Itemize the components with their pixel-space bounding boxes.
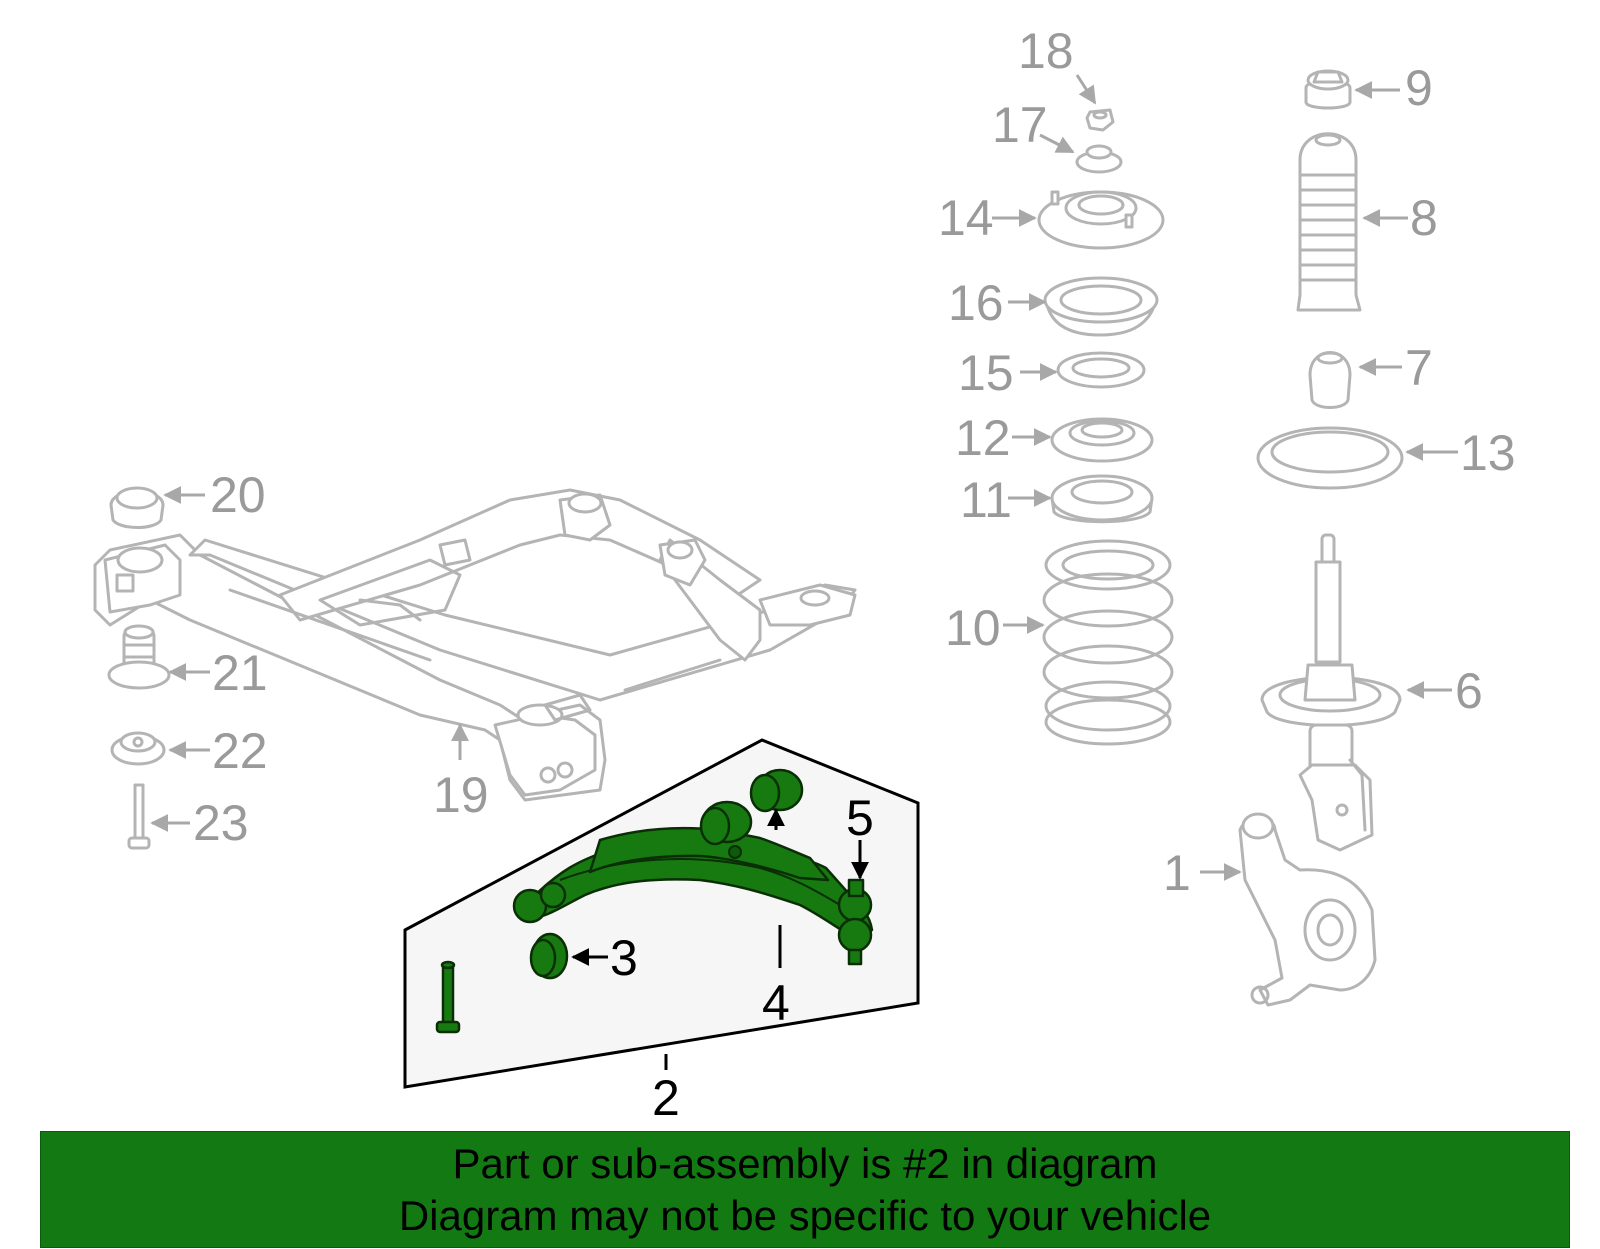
callout-17: 17 [992, 97, 1048, 153]
dust-boot-8 [1296, 132, 1362, 312]
spring-seat-13 [1256, 426, 1404, 490]
callout-11: 11 [960, 472, 1012, 528]
body-mount-22 [110, 731, 166, 766]
callout-19: 19 [433, 767, 489, 823]
callout-15: 15 [958, 345, 1014, 401]
callout-1: 1 [1163, 845, 1191, 901]
sub-assembly-box [403, 738, 920, 1089]
callout-3: 3 [610, 930, 638, 986]
rear-bushing [749, 768, 804, 813]
callout-22: 22 [212, 723, 268, 779]
callout-10: 10 [945, 600, 1001, 656]
arrow-17 [1039, 133, 1075, 154]
notice-banner: Part or sub-assembly is #2 in diagram Di… [40, 1131, 1570, 1248]
washer-17 [1075, 144, 1123, 174]
callout-2: 2 [652, 1070, 680, 1126]
callout-13: 13 [1460, 425, 1516, 481]
insulator-12 [1050, 417, 1154, 463]
callout-4: 4 [762, 975, 790, 1031]
notice-line-2: Diagram may not be specific to your vehi… [398, 1191, 1212, 1239]
callout-23: 23 [193, 795, 249, 851]
mounting-bolt [435, 960, 461, 1034]
callout-16: 16 [948, 275, 1004, 331]
lower-control-arm [512, 800, 874, 966]
crossmember-frame [93, 488, 857, 802]
arrow-18 [1075, 74, 1097, 105]
body-mount-21 [107, 624, 171, 690]
nut-9 [1304, 69, 1352, 110]
callout-5: 5 [846, 790, 874, 846]
callout-9: 9 [1405, 60, 1433, 116]
callout-14: 14 [938, 190, 994, 246]
sub-assembly-2-group[interactable]: 5 3 4 2 [403, 738, 920, 1126]
body-mount-20 [109, 486, 165, 529]
seat-15 [1056, 351, 1146, 389]
coil-spring-10 [1042, 539, 1174, 746]
callout-21: 21 [212, 645, 268, 701]
bearing-16 [1043, 276, 1159, 337]
knuckle-1 [1238, 812, 1377, 1007]
callout-6: 6 [1455, 663, 1483, 719]
callout-7: 7 [1405, 340, 1433, 396]
callout-8: 8 [1410, 190, 1438, 246]
strut-mount-14 [1037, 190, 1165, 250]
notice-line-1: Part or sub-assembly is #2 in diagram [452, 1139, 1158, 1187]
front-bushing [529, 932, 569, 980]
callout-18: 18 [1018, 23, 1074, 79]
insulator-11 [1050, 474, 1154, 524]
nut-18 [1085, 108, 1115, 132]
callout-20: 20 [210, 467, 266, 523]
bolt-23 [127, 783, 151, 850]
strut-6 [1260, 533, 1402, 852]
callout-12: 12 [955, 410, 1011, 466]
bumper-7 [1308, 351, 1352, 409]
